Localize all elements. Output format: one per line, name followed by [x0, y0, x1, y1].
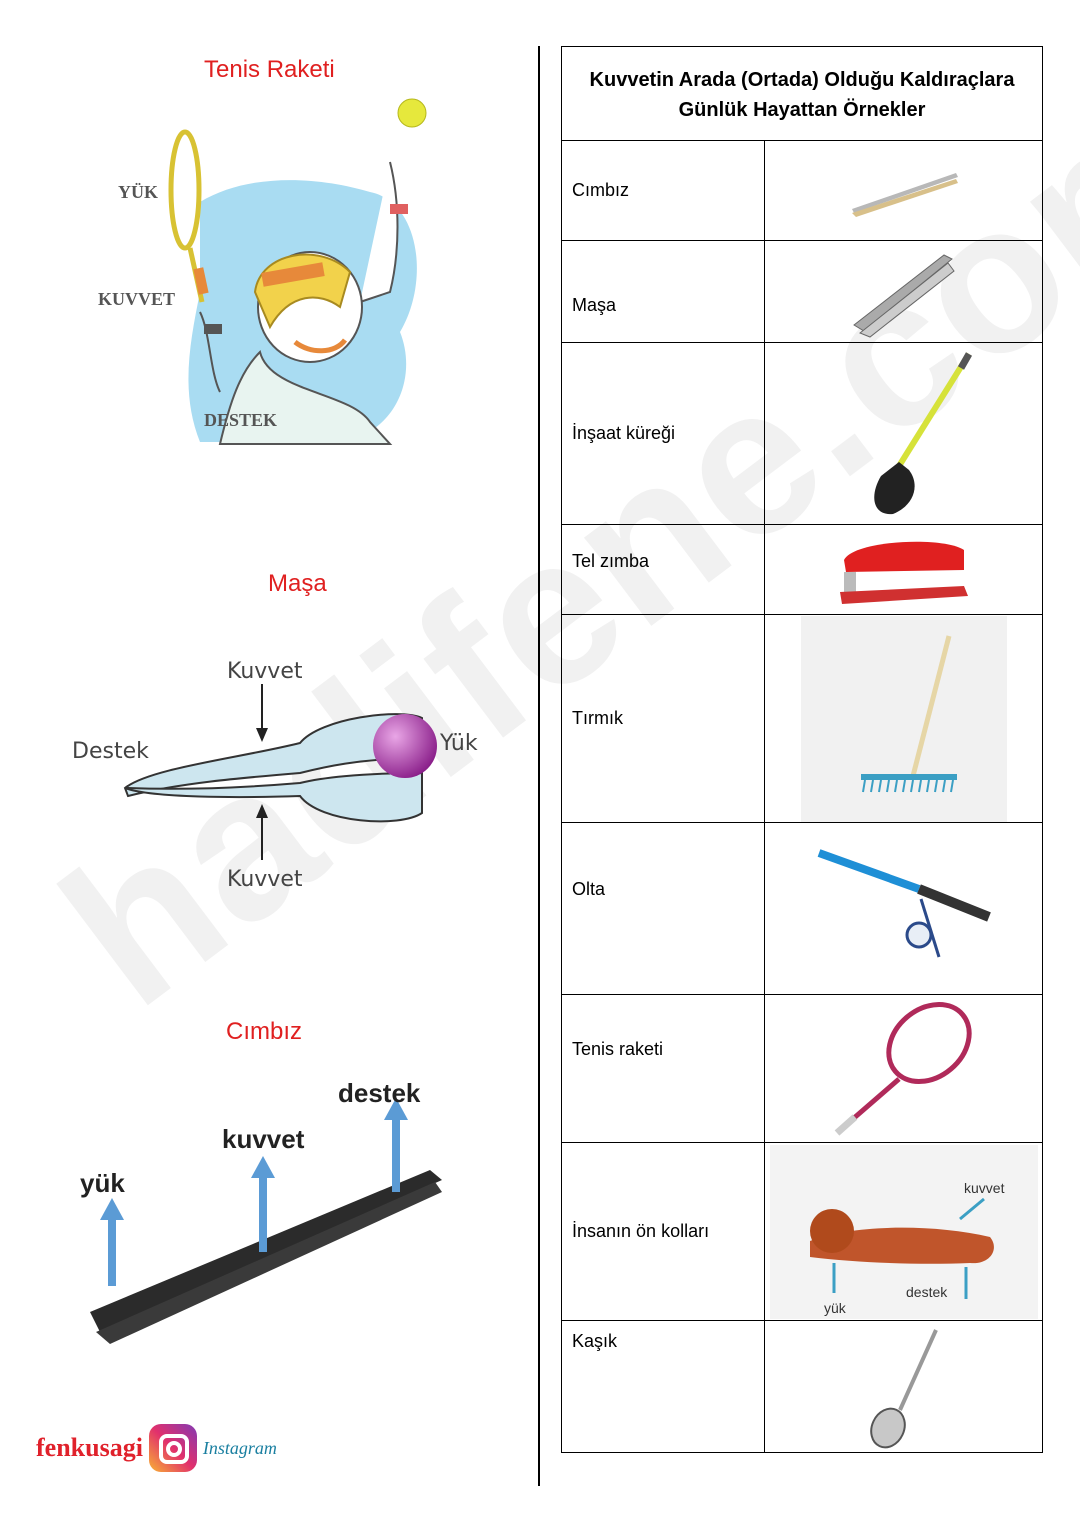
table-row: Tırmık: [561, 614, 1043, 823]
tennis-player-illustration: YÜK KUVVET DESTEK: [98, 98, 427, 445]
tongs-force-bottom-label: Kuvvet: [227, 867, 303, 892]
tweezers-support-label: destek: [338, 1078, 421, 1108]
column-divider: [538, 46, 540, 1486]
spoon-icon: [869, 1328, 938, 1448]
tongs-force-top-label: Kuvvet: [227, 659, 303, 684]
tongs-load-label: Yük: [439, 731, 478, 756]
tweezers-title: Cımbız: [226, 1018, 303, 1045]
tongs-diagram: Kuvvet Kuvvet Destek Yük: [72, 659, 478, 892]
table-row: Cımbız: [561, 140, 1043, 241]
table-row: İnşaat küreği: [561, 342, 1043, 525]
shovel-icon: [873, 351, 972, 514]
tongs-support-label: Destek: [72, 739, 149, 764]
row-label: İnsanın ön kolları: [572, 1221, 710, 1241]
stapler-icon: [839, 541, 968, 604]
forearm-icon: kuvvet destek yük: [809, 1180, 1005, 1316]
brand-name: fenkusagi: [36, 1433, 143, 1462]
tweezers-icon: [851, 172, 958, 217]
tongs-icon: [852, 253, 955, 338]
instagram-icon: [148, 1424, 197, 1472]
forearm-support-label: destek: [906, 1284, 948, 1300]
row-label: Tel zımba: [572, 551, 650, 571]
row-label: Tırmık: [572, 708, 623, 728]
tweezers-load-label: yük: [80, 1168, 125, 1198]
fishing-rod-icon: [817, 848, 991, 957]
row-label: Olta: [572, 878, 606, 899]
row-label: Tenis raketi: [572, 1038, 664, 1059]
row-label: Cımbız: [572, 180, 630, 200]
tweezers-force-label: kuvvet: [222, 1124, 305, 1154]
footer-brand: fenkusagi Instagram: [36, 1424, 277, 1472]
tennis-force-label: KUVVET: [98, 289, 175, 309]
tongs-title: Maşa: [268, 570, 327, 597]
rake-icon: [860, 634, 957, 792]
forearm-load-label: yük: [824, 1300, 847, 1316]
tweezers-diagram: yük kuvvet destek: [80, 1078, 442, 1344]
table-row: Tenis raketi: [561, 994, 1043, 1143]
tennis-title: Tenis Raketi: [204, 56, 335, 83]
tennis-support-label: DESTEK: [204, 410, 277, 430]
tennis-load-label: YÜK: [118, 182, 158, 202]
table-row: İnsanın ön kolları kuvvet destek yük: [561, 1142, 1043, 1321]
table-row: Olta: [561, 822, 1043, 995]
table-row: Tel zımba: [561, 524, 1043, 615]
table-header: Kuvvetin Arada (Ortada) Olduğu Kaldıraçl…: [561, 46, 1043, 141]
table-row: Maşa: [561, 240, 1043, 343]
row-label: Kaşık: [572, 1330, 618, 1351]
examples-table: Kuvvetin Arada (Ortada) Olduğu Kaldıraçl…: [561, 46, 1043, 1453]
tennis-racket-icon: [834, 1001, 972, 1136]
table-row: Kaşık: [561, 1320, 1043, 1453]
instagram-label: Instagram: [202, 1437, 277, 1458]
forearm-force-label: kuvvet: [964, 1180, 1005, 1196]
row-label: Maşa: [572, 295, 617, 315]
row-label: İnşaat küreği: [572, 423, 676, 443]
